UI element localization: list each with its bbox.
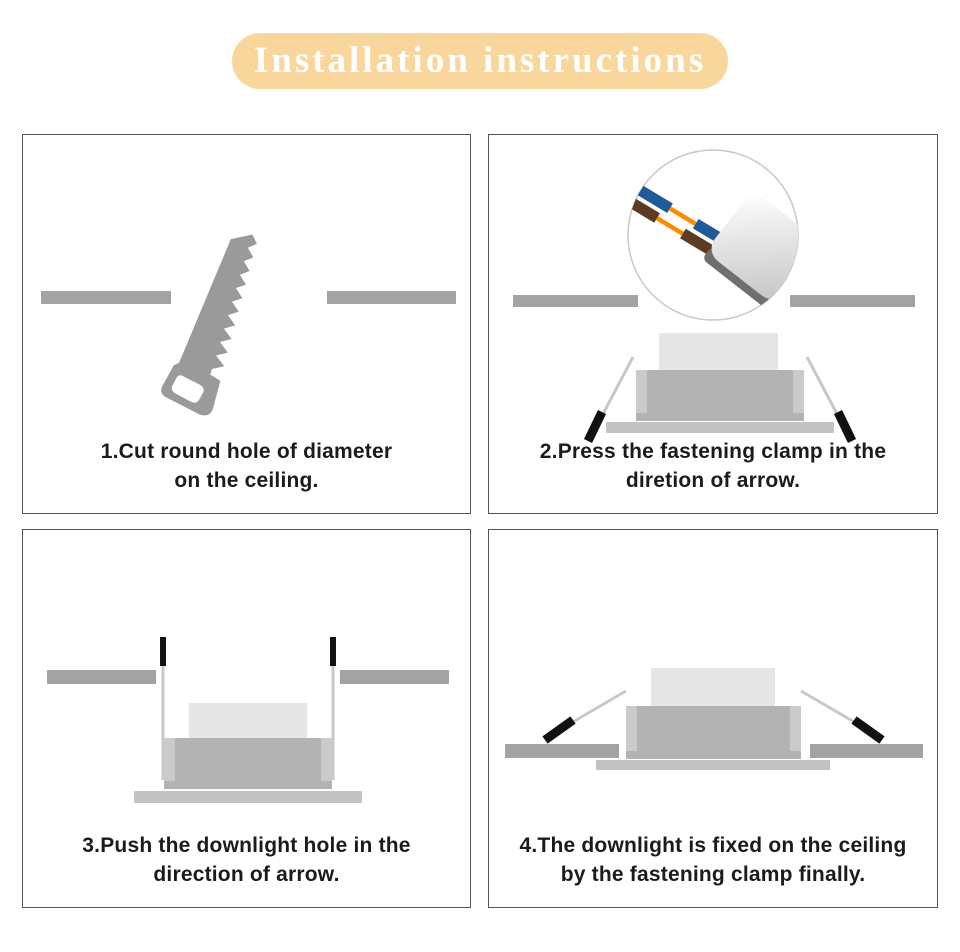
body-edge-right (793, 370, 804, 413)
ceiling-bar-left (513, 295, 638, 307)
step-4-caption: 4.The downlight is fixed on the ceiling … (489, 831, 937, 889)
ceiling-bar-right (810, 744, 923, 758)
trim-flange (134, 791, 362, 803)
title-banner: Installation instructions (232, 33, 728, 89)
ceiling-bar-right (790, 295, 915, 307)
clamp-tip-right (851, 716, 885, 744)
wire-blue-sleeve (636, 185, 673, 213)
driver-box (651, 668, 775, 706)
body-edge-left (636, 370, 647, 413)
downlight-body (636, 370, 804, 421)
wire-orange-core-2 (655, 216, 684, 236)
clamp-tip-left (542, 716, 576, 744)
fastening-clamp-left (601, 356, 635, 415)
step-3-caption: 3.Push the downlight hole in the directi… (23, 831, 470, 889)
body-edge-right (790, 706, 801, 751)
body-edge-right (321, 738, 332, 781)
step-2-caption-line1: 2.Press the fastening clamp in the (539, 440, 887, 463)
wire-orange-core (668, 206, 697, 226)
ceiling-bar-right (327, 291, 456, 304)
step-4-caption-line2: by the fastening clamp finally. (560, 863, 866, 886)
step-4-panel: 4.The downlight is fixed on the ceiling … (488, 529, 938, 908)
step-1-caption: 1.Cut round hole of diameter on the ceil… (23, 437, 470, 495)
step-1-caption-line1: 1.Cut round hole of diameter (100, 440, 393, 463)
step-2-panel: 2.Press the fastening clamp in the diret… (488, 134, 938, 514)
ceiling-bar-left (505, 744, 619, 758)
step-1-panel: 1.Cut round hole of diameter on the ceil… (22, 134, 471, 514)
downlight-body (164, 738, 332, 789)
driver-box (659, 333, 778, 371)
clamp-tip-left (160, 637, 166, 666)
page-title: Installation instructions (253, 40, 707, 81)
step-2-illustration (513, 149, 915, 443)
step-3-panel: 3.Push the downlight hole in the directi… (22, 529, 471, 908)
body-edge-left (164, 738, 175, 781)
ceiling-bar-left (47, 670, 156, 684)
trim-flange (606, 422, 834, 433)
fastening-clamp-right (800, 689, 857, 725)
step-3-caption-line2: direction of arrow. (153, 863, 340, 886)
fastening-clamp-left (570, 689, 627, 725)
fastening-clamp-right (805, 356, 839, 415)
ceiling-bar-right (340, 670, 449, 684)
step-3-illustration (47, 637, 449, 803)
clamp-tip-right (833, 410, 857, 443)
step-2-caption: 2.Press the fastening clamp in the diret… (489, 437, 937, 495)
step-1-illustration (41, 234, 456, 416)
clamp-tip-right (330, 637, 336, 666)
step-3-caption-line1: 3.Push the downlight hole in the (82, 834, 411, 857)
clamp-tip-left (583, 410, 607, 443)
driver-box (189, 703, 307, 738)
step-2-caption-line2: diretion of arrow. (625, 469, 801, 492)
step-1-caption-line2: on the ceiling. (174, 469, 319, 492)
downlight-body (626, 706, 801, 759)
step-4-illustration (505, 668, 923, 770)
step-4-caption-line1: 4.The downlight is fixed on the ceiling (519, 834, 907, 857)
body-edge-left (626, 706, 637, 751)
saw-icon (161, 234, 257, 416)
ceiling-bar-left (41, 291, 171, 304)
trim-flange (596, 760, 830, 770)
